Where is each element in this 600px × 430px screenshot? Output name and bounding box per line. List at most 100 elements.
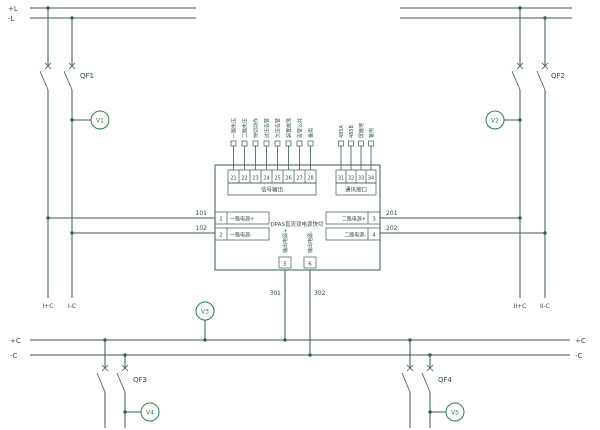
device-outline [214,164,381,271]
device-title: DPAS直流双电源快切 [271,220,324,228]
breaker-qf3-label: QF3 [133,376,147,384]
breaker-blade [39,70,49,91]
voltmeter-v1-symbol [90,110,110,130]
supply-1-terminals: 1 一路电源+ 2 一路电源- [214,211,270,241]
breaker-blade [401,372,411,393]
terminal-num: 33 [358,176,364,182]
junction-dot [408,338,412,342]
terminal-num: 3 [372,217,376,223]
feeder-label-1-plus: I+C [43,303,54,310]
feeder-qf4: QF4 V5 [401,338,465,428]
feeder-label-2-plus: II+C [514,303,527,310]
bus-label-plus-c-right: +C [575,337,586,345]
signal-wire-label: 备用 [308,128,315,138]
terminal-label: 一路电源- [230,232,252,239]
breaker-blade [63,70,73,91]
voltmeter-v4-label: V4 [146,410,154,417]
signal-wires: 一路失压 二路失压 快切动作 过压告警 欠压告警 装置故障 告警公共 备用 [231,118,315,170]
bus-label-plus-c-left: +C [10,337,21,345]
comm-wire-label: 备用 [368,128,375,138]
bus-top-left [30,7,196,19]
signal-wire-label: 快切动作 [253,118,260,138]
feeder-label-1-minus: I-C [68,303,76,310]
breaker-qf1-label: QF1 [80,72,94,80]
strip-caption-cell [227,182,317,196]
terminal-label: 一路电源+ [230,216,254,223]
terminal-label: 输出电源+ [282,229,289,253]
breaker-qf1-symbol [39,62,76,91]
junction-dot [543,231,547,235]
breaker-contact [541,62,549,70]
bus-label-plus-l: +L [8,5,18,13]
junction-dot [70,118,74,122]
voltmeter-v5-label: V5 [451,410,459,417]
signal-wire-label: 二路失压 [242,118,249,138]
output-terminals: 输出电源+ 5 输出电源- 6 [278,229,317,269]
terminal-num: 24 [263,176,269,182]
feeder-label-2-minus: II-C [540,303,550,310]
signal-output-strip: 21 22 23 24 25 26 27 28 信号输出 [227,169,317,196]
bus-top-right [400,7,572,19]
voltmeter-v4-symbol [140,402,160,422]
output-wires: 301 302 [270,270,326,357]
terminal-label: 二路电源+ [342,216,366,223]
terminal-num: 5 [283,262,287,268]
bus-bottom [30,339,570,356]
terminal-num: 21 [230,176,236,182]
strip-caption-cell [335,182,377,196]
incomer-2: QF2 V2 II+C II-C 201 202 [380,6,565,310]
bus-label-minus-c-left: -C [10,352,18,360]
signal-wire-label: 欠压告警 [275,118,282,138]
breaker-qf2-label: QF2 [551,72,565,80]
bus-label-minus-c-right: -C [575,352,583,360]
terminal-num: 31 [338,176,344,182]
junction-dot [518,6,522,10]
junction-dot [428,410,432,414]
junction-dot [70,16,74,20]
junction-dot [543,16,547,20]
wire-301-label: 301 [270,290,282,297]
breaker-blade [96,372,106,393]
signal-wire-label: 一路失压 [231,118,238,138]
signal-wire-label: 告警公共 [297,118,304,138]
terminal-num: 23 [252,176,258,182]
junction-dot [123,410,127,414]
terminal-label: 二路电源- [344,232,366,239]
voltmeter-v5-symbol [445,402,465,422]
breaker-blade [511,70,521,91]
comm-wires: 485A 485B 屏蔽地 备用 [338,123,375,170]
junction-dot [46,6,50,10]
terminal-num: 26 [285,176,291,182]
wire-102-label: 102 [196,225,208,232]
breaker-contact [68,62,76,70]
junction-dot [103,338,107,342]
breaker-qf4-symbol [401,364,434,393]
bus-label-minus-l: -L [8,15,15,23]
junction-dot [123,353,127,357]
comm-wire-label: 485A [339,124,345,138]
voltmeter-v2-label: V2 [491,118,499,125]
breaker-contact [101,364,109,372]
breaker-blade [116,372,126,393]
breaker-qf2-symbol [511,62,549,91]
comm-wire-label: 485B [349,124,355,138]
terminal-num: 6 [308,262,312,268]
junction-dot [70,231,74,235]
wire-302-label: 302 [314,290,326,297]
breaker-contact [426,364,434,372]
terminal-num: 27 [296,176,302,182]
terminal-num: 25 [274,176,280,182]
wire-101-label: 101 [196,210,208,217]
voltmeter-v2-symbol [485,110,505,130]
terminal-num: 2 [219,233,223,239]
terminal-num: 4 [372,233,376,239]
wire-202-label: 202 [386,225,398,232]
breaker-qf3-symbol [96,364,129,393]
terminal-num: 32 [348,176,354,182]
terminal-num: 22 [241,176,247,182]
breaker-qf4-label: QF4 [438,376,453,384]
signal-wire-label: 过压告警 [264,118,271,138]
breaker-contact [44,62,52,70]
comm-wire-label: 屏蔽地 [358,123,365,138]
junction-dot [46,216,50,220]
